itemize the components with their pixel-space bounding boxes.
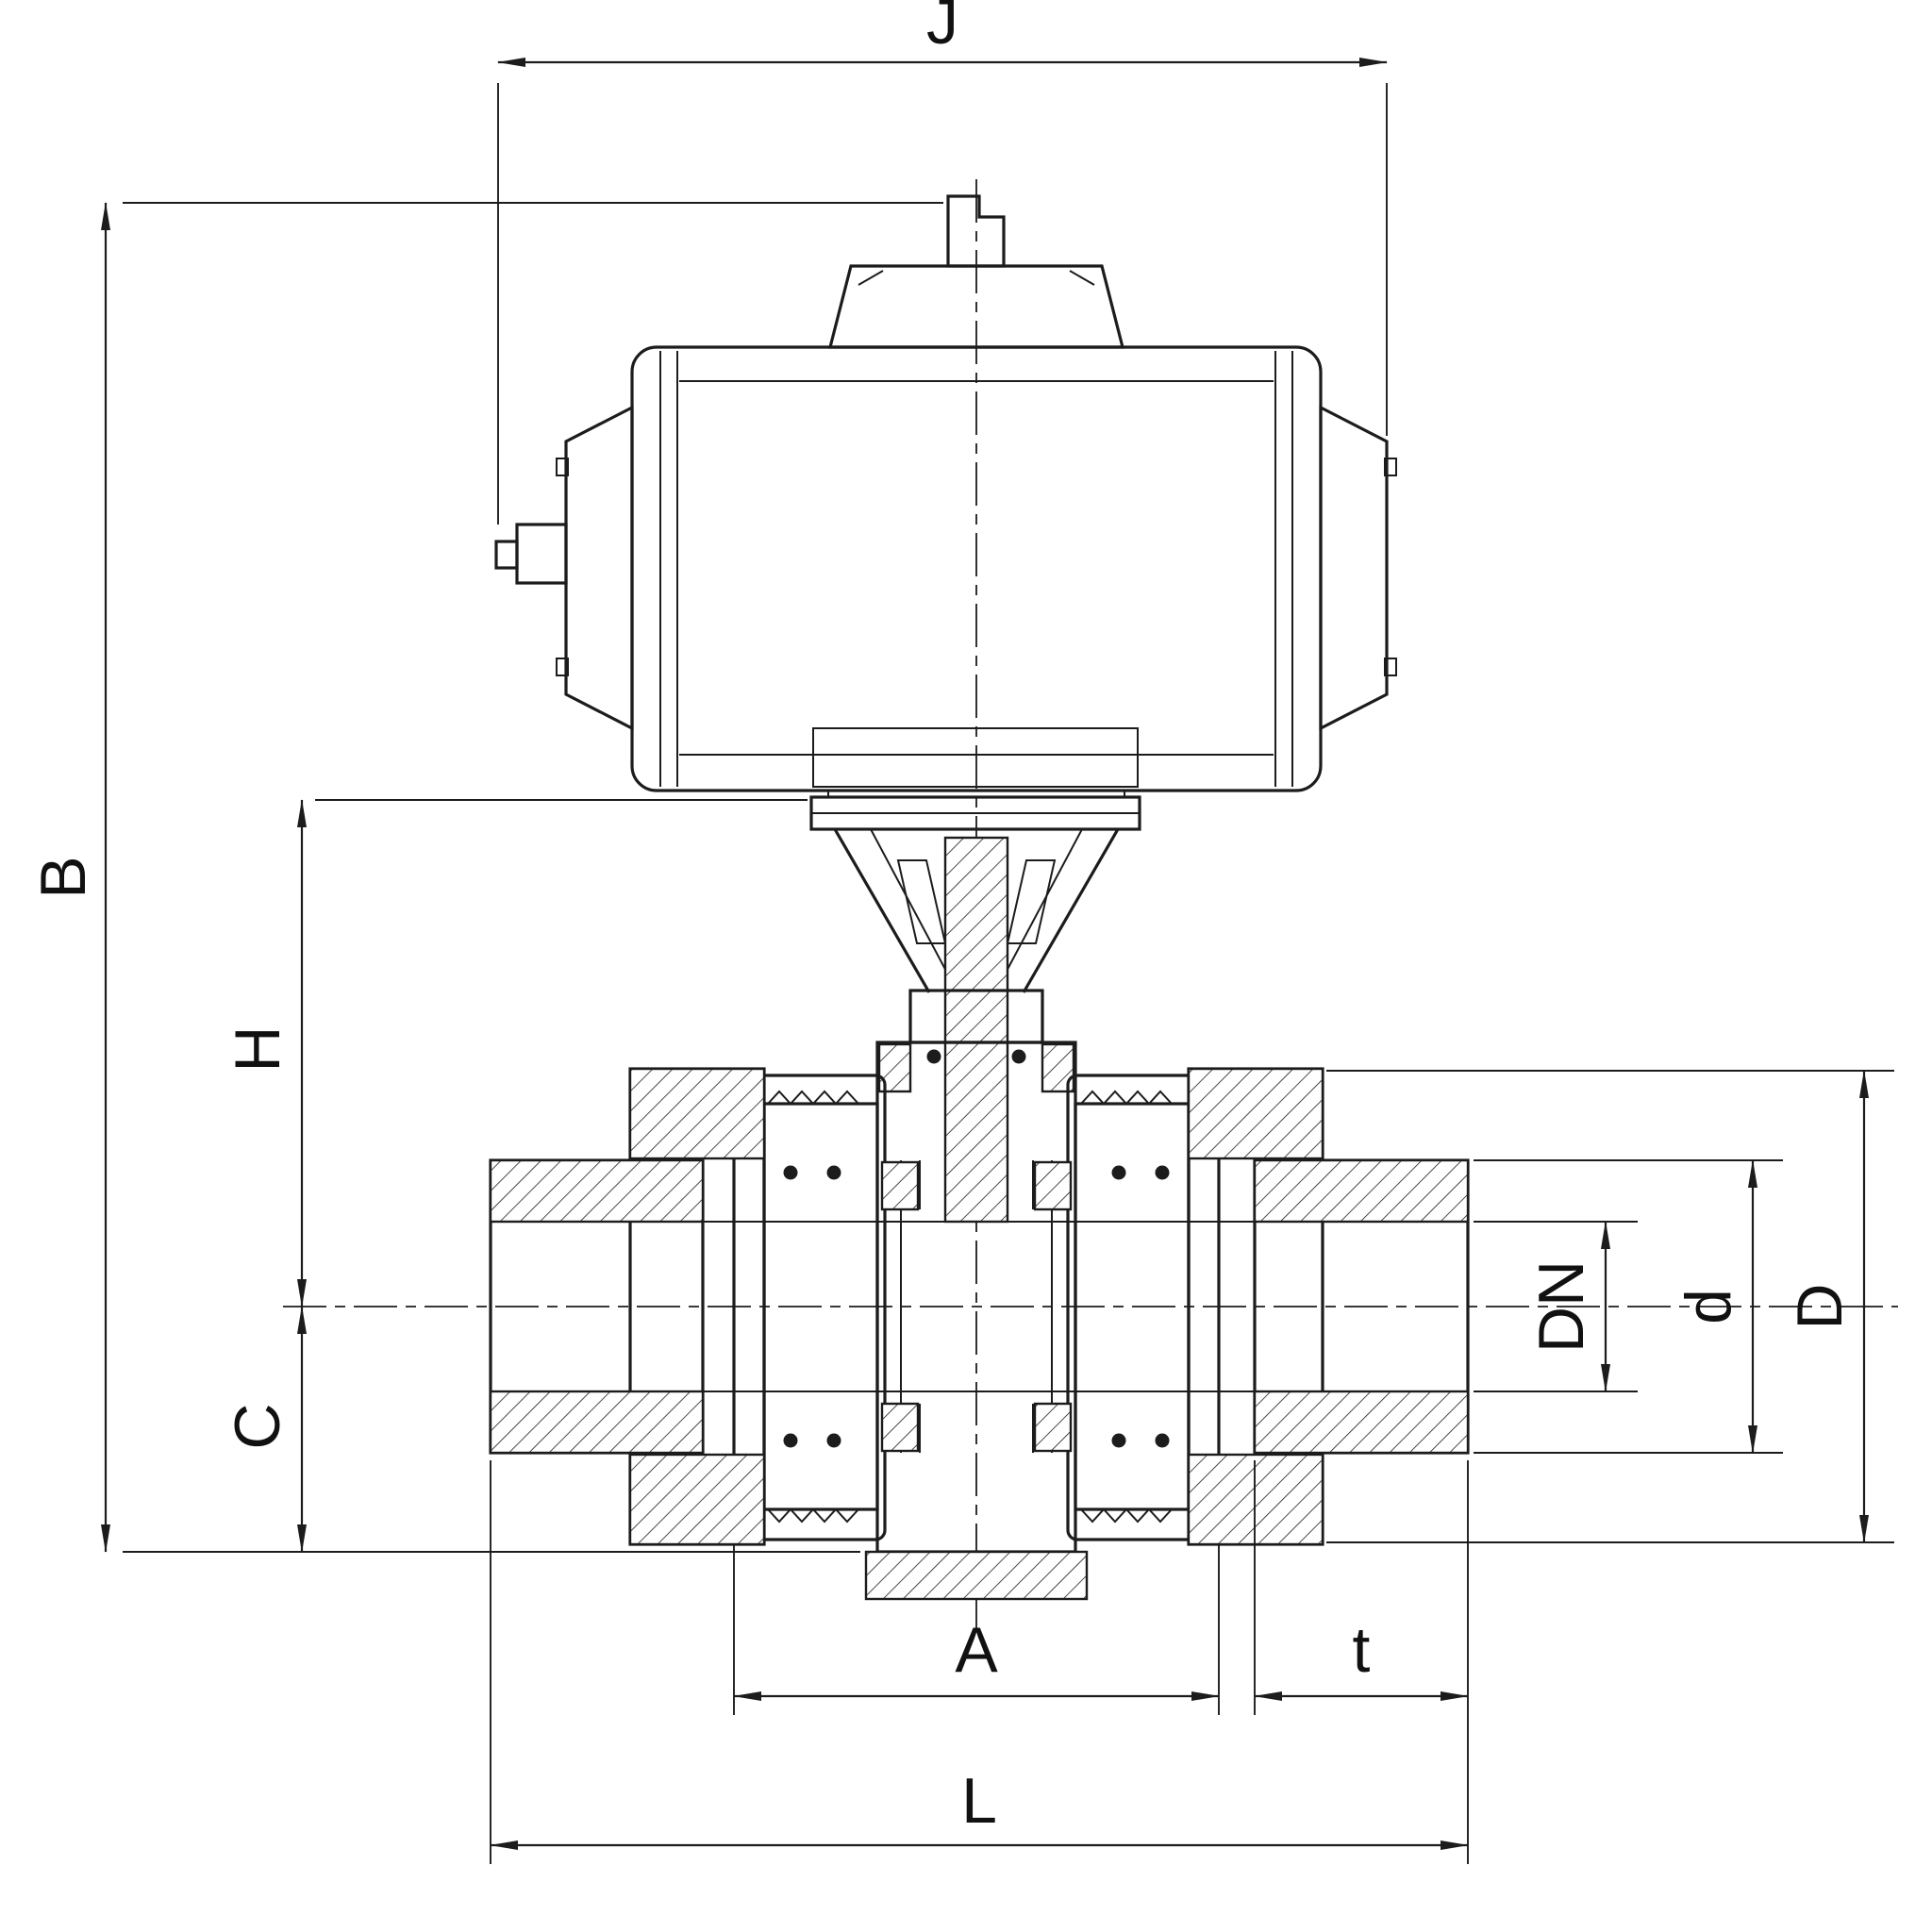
- end-connector-right-top-section: [1187, 1067, 1324, 1160]
- dim-label-H: H: [222, 1025, 293, 1072]
- dimension-A: A: [733, 1545, 1220, 1715]
- dim-label-J: J: [926, 0, 958, 58]
- ball-seat-top-right: [1033, 1160, 1073, 1211]
- mounting-bracket: [833, 828, 1120, 1224]
- dim-label-C: C: [222, 1403, 293, 1449]
- cap-screw-left-bottom: [556, 658, 569, 676]
- bracket-leg-left-inner: [870, 828, 950, 977]
- top-cap-mark-left: [858, 270, 884, 286]
- thread-right-top: [1080, 1090, 1173, 1106]
- cap-screw-right-bottom: [1384, 658, 1397, 676]
- oring-left-b: [826, 1165, 841, 1180]
- oring-left-d: [826, 1433, 841, 1448]
- oring-left-a: [783, 1165, 798, 1180]
- air-port-body: [515, 523, 568, 585]
- pipe-left-wall-bottom: [489, 1390, 705, 1455]
- dim-label-t: t: [1353, 1614, 1371, 1686]
- ball-seat-top-left: [880, 1160, 920, 1211]
- stem-oring-left: [926, 1049, 941, 1064]
- oring-right-a: [1111, 1165, 1126, 1180]
- dimension-DN: DN: [1474, 1221, 1638, 1392]
- pipe-right-wall-bottom: [1253, 1390, 1470, 1455]
- actuator-right-cap: [1319, 405, 1389, 731]
- thread-left-top: [767, 1090, 859, 1106]
- dimension-H: H: [222, 799, 808, 1307]
- bracket-slot-right: [1006, 859, 1057, 944]
- oring-right-d: [1155, 1433, 1170, 1448]
- actuator-drive-module: [812, 727, 1139, 788]
- mounting-flange-step: [827, 790, 1125, 798]
- bracket-leg-right-outer: [1022, 828, 1120, 993]
- connected-pipes: [489, 1158, 1470, 1455]
- end-connector-left-top-section: [628, 1067, 766, 1160]
- oring-right-b: [1155, 1165, 1170, 1180]
- dimension-D: D: [1326, 1070, 1894, 1543]
- oring-left-c: [783, 1433, 798, 1448]
- pipe-right-wall-top: [1253, 1158, 1470, 1224]
- dimension-C: C: [222, 1306, 307, 1553]
- end-connector-right-bottom-section: [1187, 1453, 1324, 1546]
- dimension-J: J: [497, 0, 1388, 525]
- dimension-L: L: [490, 1460, 1469, 1864]
- pneumatic-actuator: [494, 194, 1397, 831]
- dim-label-L: L: [961, 1765, 997, 1837]
- dimension-B: B: [27, 202, 943, 1553]
- dimension-t: t: [1254, 1460, 1469, 1864]
- ball-seat-bottom-right: [1033, 1402, 1073, 1453]
- top-cap-mark-right: [1069, 270, 1095, 286]
- position-indicator-tab: [946, 194, 1006, 268]
- bracket-slot-left: [896, 859, 947, 944]
- dim-label-A: A: [955, 1614, 998, 1686]
- thread-right-bottom: [1080, 1507, 1173, 1524]
- air-port-nipple: [494, 540, 519, 570]
- actuator-left-cap: [564, 405, 634, 731]
- valve-stem-section: [943, 836, 1009, 1224]
- body-foot: [864, 1550, 1089, 1601]
- ball-seat-bottom-left: [880, 1402, 920, 1453]
- dim-label-DN: DN: [1525, 1260, 1597, 1353]
- cap-screw-right-top: [1384, 458, 1397, 476]
- dim-label-B: B: [27, 856, 99, 898]
- union-nut-right: [1066, 1074, 1221, 1541]
- valve-body: [628, 989, 1324, 1601]
- union-nut-left: [732, 1074, 887, 1541]
- dimension-d: d: [1474, 1159, 1783, 1454]
- bracket-leg-right-inner: [1003, 828, 1083, 977]
- dim-label-d: d: [1673, 1289, 1744, 1324]
- dim-label-D: D: [1784, 1283, 1856, 1329]
- cap-screw-left-top: [556, 458, 569, 476]
- end-connector-left-bottom-section: [628, 1453, 766, 1546]
- actuator-top-cap: [827, 264, 1125, 349]
- pipe-left-wall-top: [489, 1158, 705, 1224]
- oring-right-c: [1111, 1433, 1126, 1448]
- bracket-leg-left-outer: [833, 828, 931, 993]
- stem-oring-right: [1011, 1049, 1026, 1064]
- thread-left-bottom: [767, 1507, 859, 1524]
